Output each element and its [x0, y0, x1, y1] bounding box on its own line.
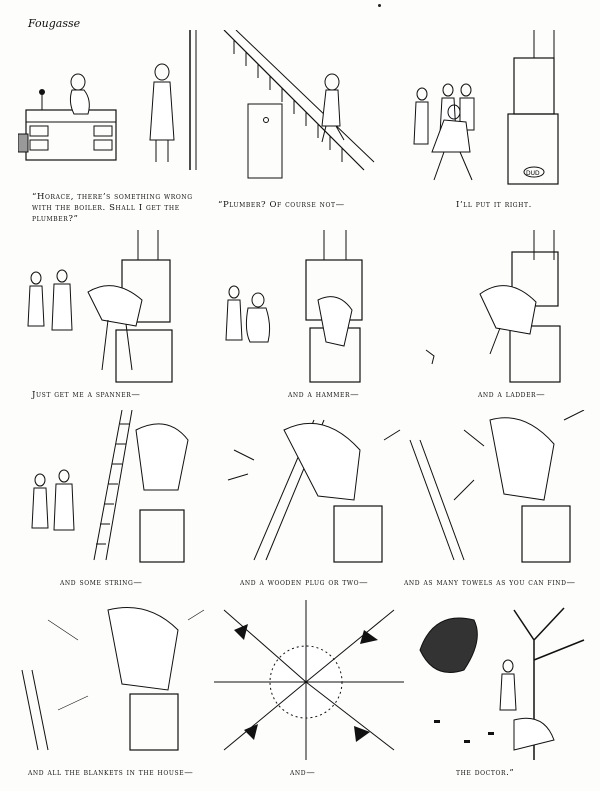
panel-8-drawing [227, 419, 401, 563]
panel-8-caption: and a wooden plug or two— [240, 578, 369, 588]
panel-3: DUD I’ll put it right. [404, 30, 594, 210]
panel-4: Just get me a spanner— [18, 230, 208, 400]
panel-7-caption: and some string— [60, 578, 143, 588]
panel-2-drawing [223, 30, 375, 179]
print-dot [378, 4, 381, 7]
panel-6: and a ladder— [404, 230, 594, 400]
panel-2: “Plumber? Of course not— [214, 30, 404, 210]
panel-10-drawing [21, 607, 205, 751]
panel-1-caption: “Horace, there’s something wrong with th… [32, 192, 193, 224]
panel-5-drawing [225, 230, 363, 383]
panel-7: and some string— [18, 410, 208, 588]
panel-8: and a wooden plug or two— [214, 410, 404, 588]
panel-1: “Horace, there’s something wrong with th… [18, 30, 208, 224]
panel-3-drawing: DUD [413, 30, 559, 185]
panel-10-caption: and all the blankets in the house— [28, 768, 194, 778]
panel-5-caption: and a hammer— [288, 390, 360, 400]
boiler-label: DUD [526, 170, 540, 177]
panel-11: and— [214, 600, 404, 778]
panel-11-caption: and— [290, 768, 316, 778]
panel-5: and a hammer— [214, 230, 404, 400]
artist-signature: Fougasse [28, 17, 81, 30]
panel-2-caption: “Plumber? Of course not— [218, 200, 345, 210]
panel-4-caption: Just get me a spanner— [32, 390, 141, 400]
panel-3-caption: I’ll put it right. [456, 200, 532, 210]
panel-7-drawing [31, 410, 189, 563]
panel-9-drawing [409, 410, 585, 563]
panel-6-caption: and a ladder— [478, 390, 546, 400]
panel-4-drawing [27, 230, 173, 383]
panel-10: and all the blankets in the house— [18, 600, 208, 778]
panel-9-caption: and as many towels as you can find— [404, 578, 576, 588]
panel-1-drawing [18, 30, 197, 170]
panel-12: the doctor.” [404, 600, 594, 778]
panel-11-drawing [214, 600, 404, 760]
panel-12-drawing [419, 607, 585, 760]
panel-9: and as many towels as you can find— [404, 410, 594, 588]
panel-6-drawing [425, 230, 561, 383]
panel-12-caption: the doctor.” [456, 768, 515, 778]
